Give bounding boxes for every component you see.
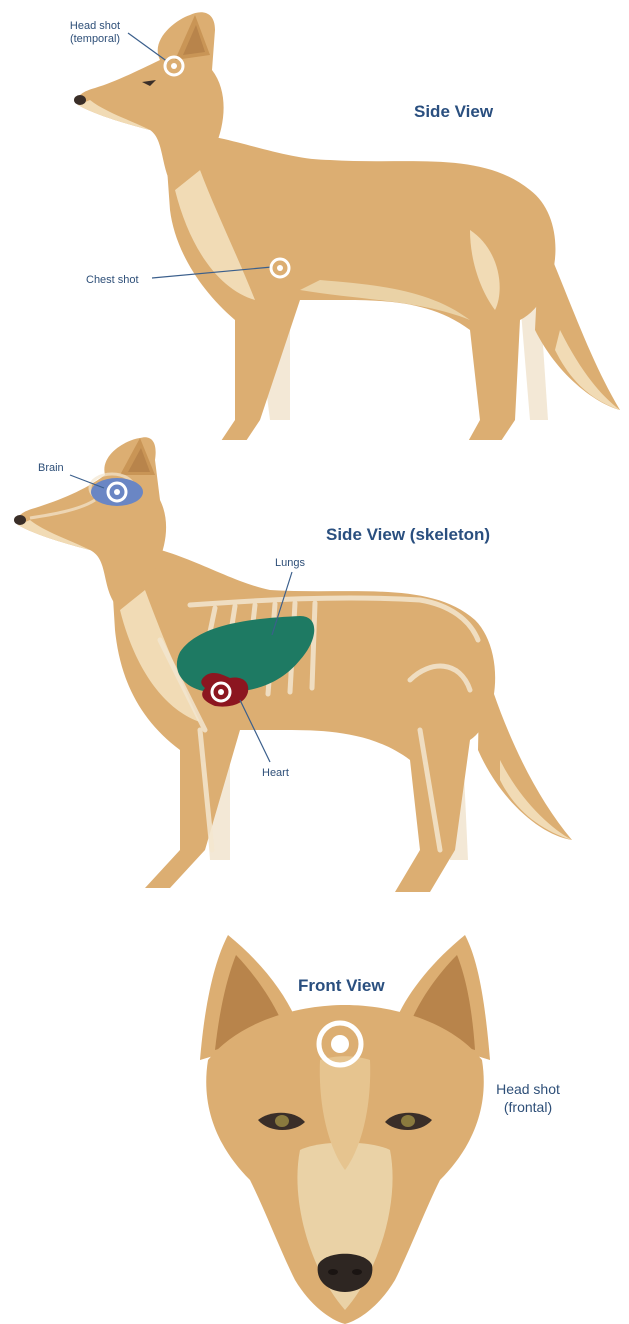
front-view-panel: Front View Head shot (frontal) (0, 910, 629, 1324)
chest-shot-target-icon (271, 259, 289, 277)
head-shot-label-line2: (temporal) (58, 33, 132, 46)
heart-label: Heart (262, 767, 289, 780)
head-shot-temporal-label: Head shot (temporal) (58, 20, 132, 46)
brain-label: Brain (38, 462, 64, 475)
side-view-panel: Side View Head shot (temporal) Chest sho… (0, 0, 629, 440)
chest-shot-label: Chest shot (86, 274, 139, 287)
skeleton-view-targets (0, 430, 629, 900)
side-view-targets (0, 0, 629, 440)
head-shot-frontal-target-icon (319, 1023, 361, 1065)
front-view-title: Front View (298, 976, 385, 996)
lungs-label: Lungs (275, 557, 305, 570)
skeleton-view-title: Side View (skeleton) (326, 525, 490, 545)
head-shot-temporal-target-icon (165, 57, 183, 75)
skeleton-view-panel: Side View (skeleton) Brain Lungs Heart (0, 430, 629, 900)
side-view-title: Side View (414, 102, 493, 122)
heart-target-icon (212, 683, 230, 701)
brain-target-icon (108, 483, 126, 501)
frontal-label-line2: (frontal) (488, 1098, 568, 1116)
head-shot-label-line1: Head shot (58, 20, 132, 33)
head-shot-frontal-label: Head shot (frontal) (488, 1080, 568, 1116)
front-view-targets (0, 910, 629, 1324)
frontal-label-line1: Head shot (488, 1080, 568, 1098)
